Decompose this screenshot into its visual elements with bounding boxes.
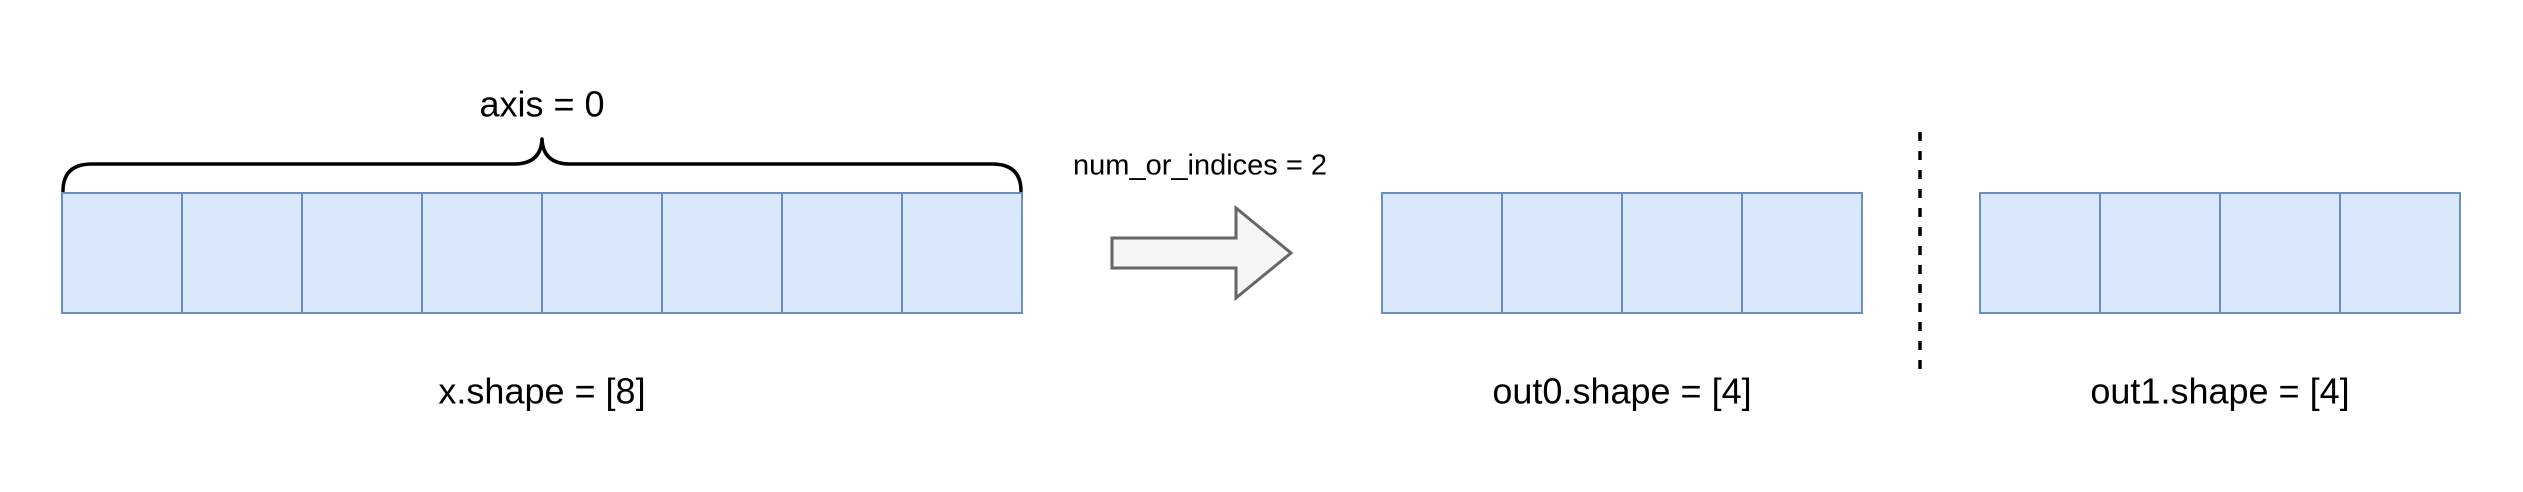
input-shape-label: x.shape = [8] <box>438 370 646 412</box>
out1-shape-label: out1.shape = [4] <box>2090 370 2350 412</box>
array-cell <box>301 194 421 312</box>
array-cell <box>1383 194 1501 312</box>
array-cell <box>1621 194 1741 312</box>
out0-shape-label: out0.shape = [4] <box>1492 370 1752 412</box>
array-cell <box>541 194 661 312</box>
right-arrow-icon <box>1110 204 1294 302</box>
input-array <box>61 192 1023 314</box>
out1-array <box>1979 192 2461 314</box>
curly-brace-icon <box>61 137 1023 193</box>
array-cell <box>2339 194 2459 312</box>
axis-label: axis = 0 <box>479 83 605 125</box>
array-cell <box>1981 194 2099 312</box>
array-cell <box>421 194 541 312</box>
array-cell <box>1741 194 1861 312</box>
array-cell <box>2219 194 2339 312</box>
array-cell <box>661 194 781 312</box>
array-cell <box>901 194 1021 312</box>
array-cell <box>781 194 901 312</box>
array-cell <box>63 194 181 312</box>
out0-array <box>1381 192 1863 314</box>
array-cell <box>2099 194 2219 312</box>
num-or-indices-label: num_or_indices = 2 <box>1073 149 1327 182</box>
array-cell <box>181 194 301 312</box>
array-cell <box>1501 194 1621 312</box>
